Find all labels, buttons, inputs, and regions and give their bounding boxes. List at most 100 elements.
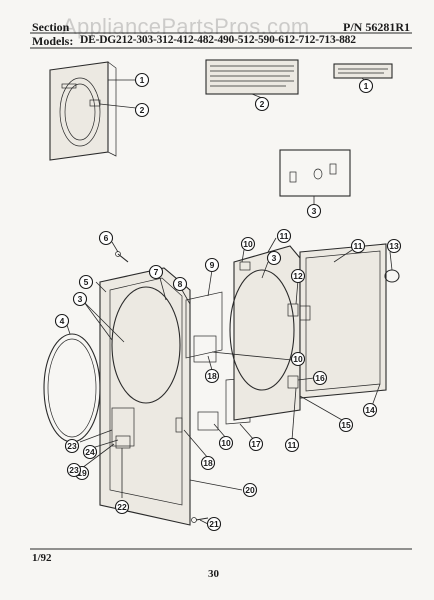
callout-number: 21	[209, 519, 219, 529]
page-number: 30	[208, 568, 219, 580]
callout-23: 23	[64, 438, 80, 454]
callout-circle	[114, 499, 130, 515]
door-gasket-ring	[43, 333, 101, 443]
callout-number: 8	[178, 279, 183, 289]
callout-number: 1	[140, 75, 145, 85]
callout-number: 10	[243, 239, 253, 249]
callout-7: 7	[148, 264, 164, 280]
callout-number: 3	[312, 206, 317, 216]
callout-16: 16	[312, 370, 328, 386]
callout-leaders	[65, 77, 393, 525]
models-label: Models:	[32, 34, 74, 48]
part-number-label: P/N 56281R1	[343, 20, 410, 34]
callout-circle	[266, 250, 282, 266]
callout-number: 3	[272, 253, 277, 263]
callout-number: 11	[288, 440, 297, 450]
callout-9: 9	[204, 257, 220, 273]
callout-18: 18	[200, 455, 216, 471]
date-code: 1/92	[32, 552, 52, 564]
callout-5: 5	[78, 274, 94, 290]
callout-circle	[284, 437, 300, 453]
callout-number: 14	[365, 405, 375, 415]
callout-20: 20	[242, 482, 258, 498]
callout-3: 3	[72, 291, 88, 307]
callout-number: 11	[354, 241, 363, 251]
callout-14: 14	[362, 402, 378, 418]
outer-side-panel	[299, 243, 387, 399]
callout-number: 9	[210, 260, 215, 270]
callout-number: 5	[84, 277, 89, 287]
callout-circle	[66, 462, 82, 478]
callout-number: 16	[315, 373, 325, 383]
callout-8: 8	[172, 276, 188, 292]
callout-circle	[338, 417, 354, 433]
door-panel-inset	[49, 61, 117, 161]
callout-15: 15	[338, 417, 354, 433]
callout-circle	[78, 274, 94, 290]
callout-22: 22	[114, 499, 130, 515]
callout-1: 1	[134, 72, 150, 88]
callout-number: 18	[207, 371, 217, 381]
callout-2: 2	[254, 96, 270, 112]
callout-18: 18	[204, 368, 220, 384]
models-list: DE-DG212-303-312-412-482-490-512-590-612…	[80, 34, 356, 46]
hardware-kit-box	[279, 149, 351, 197]
callout-circle	[290, 351, 306, 367]
front-panel	[99, 267, 191, 526]
callout-circle	[240, 236, 256, 252]
callout-circle	[362, 402, 378, 418]
callout-number: 17	[251, 439, 261, 449]
callout-circle	[204, 257, 220, 273]
callout-number: 12	[293, 271, 303, 281]
callout-circle	[82, 444, 98, 460]
callout-23: 23	[66, 462, 82, 478]
watermark-text: AppliancePartsPros.com	[62, 14, 310, 39]
callout-circle	[276, 228, 292, 244]
callout-10: 10	[290, 351, 306, 367]
callout-circle	[204, 368, 220, 384]
section-label: Section	[32, 20, 70, 34]
callout-3: 3	[266, 250, 282, 266]
rear-bulkhead-panel	[229, 245, 301, 421]
callout-number: 6	[104, 233, 109, 243]
callout-11: 11	[276, 228, 292, 244]
fastener-screw	[115, 251, 129, 263]
callout-circle	[248, 436, 264, 452]
callout-24: 24	[82, 444, 98, 460]
callout-number: 15	[341, 420, 351, 430]
door-frame-inner	[185, 291, 251, 431]
callout-10: 10	[218, 435, 234, 451]
callout-circle	[64, 438, 80, 454]
callout-circle	[312, 370, 328, 386]
callout-circle	[218, 435, 234, 451]
callout-2: 2	[134, 102, 150, 118]
callout-1: 1	[358, 78, 374, 94]
callout-number: 7	[154, 267, 159, 277]
callout-circle	[290, 268, 306, 284]
callout-number: 4	[60, 316, 65, 326]
callout-circle	[172, 276, 188, 292]
callout-number: 23	[69, 465, 79, 475]
callout-6: 6	[98, 230, 114, 246]
callout-4: 4	[54, 313, 70, 329]
callout-17: 17	[248, 436, 264, 452]
callout-number: 19	[77, 468, 87, 478]
callout-circle	[358, 78, 374, 94]
callout-number: 3	[78, 294, 83, 304]
callout-10: 10	[240, 236, 256, 252]
callout-circle	[134, 72, 150, 88]
callout-3: 3	[306, 203, 322, 219]
callout-circle	[54, 313, 70, 329]
callout-circle	[148, 264, 164, 280]
callout-circle	[306, 203, 322, 219]
callout-number: 11	[280, 231, 289, 241]
door-knob	[384, 269, 400, 283]
callout-number: 18	[203, 458, 213, 468]
callout-number: 10	[221, 438, 231, 448]
instruction-label	[333, 63, 393, 79]
callout-number: 10	[293, 354, 303, 364]
callout-circle	[200, 455, 216, 471]
callout-number: 13	[389, 241, 399, 251]
callout-number: 2	[140, 105, 145, 115]
